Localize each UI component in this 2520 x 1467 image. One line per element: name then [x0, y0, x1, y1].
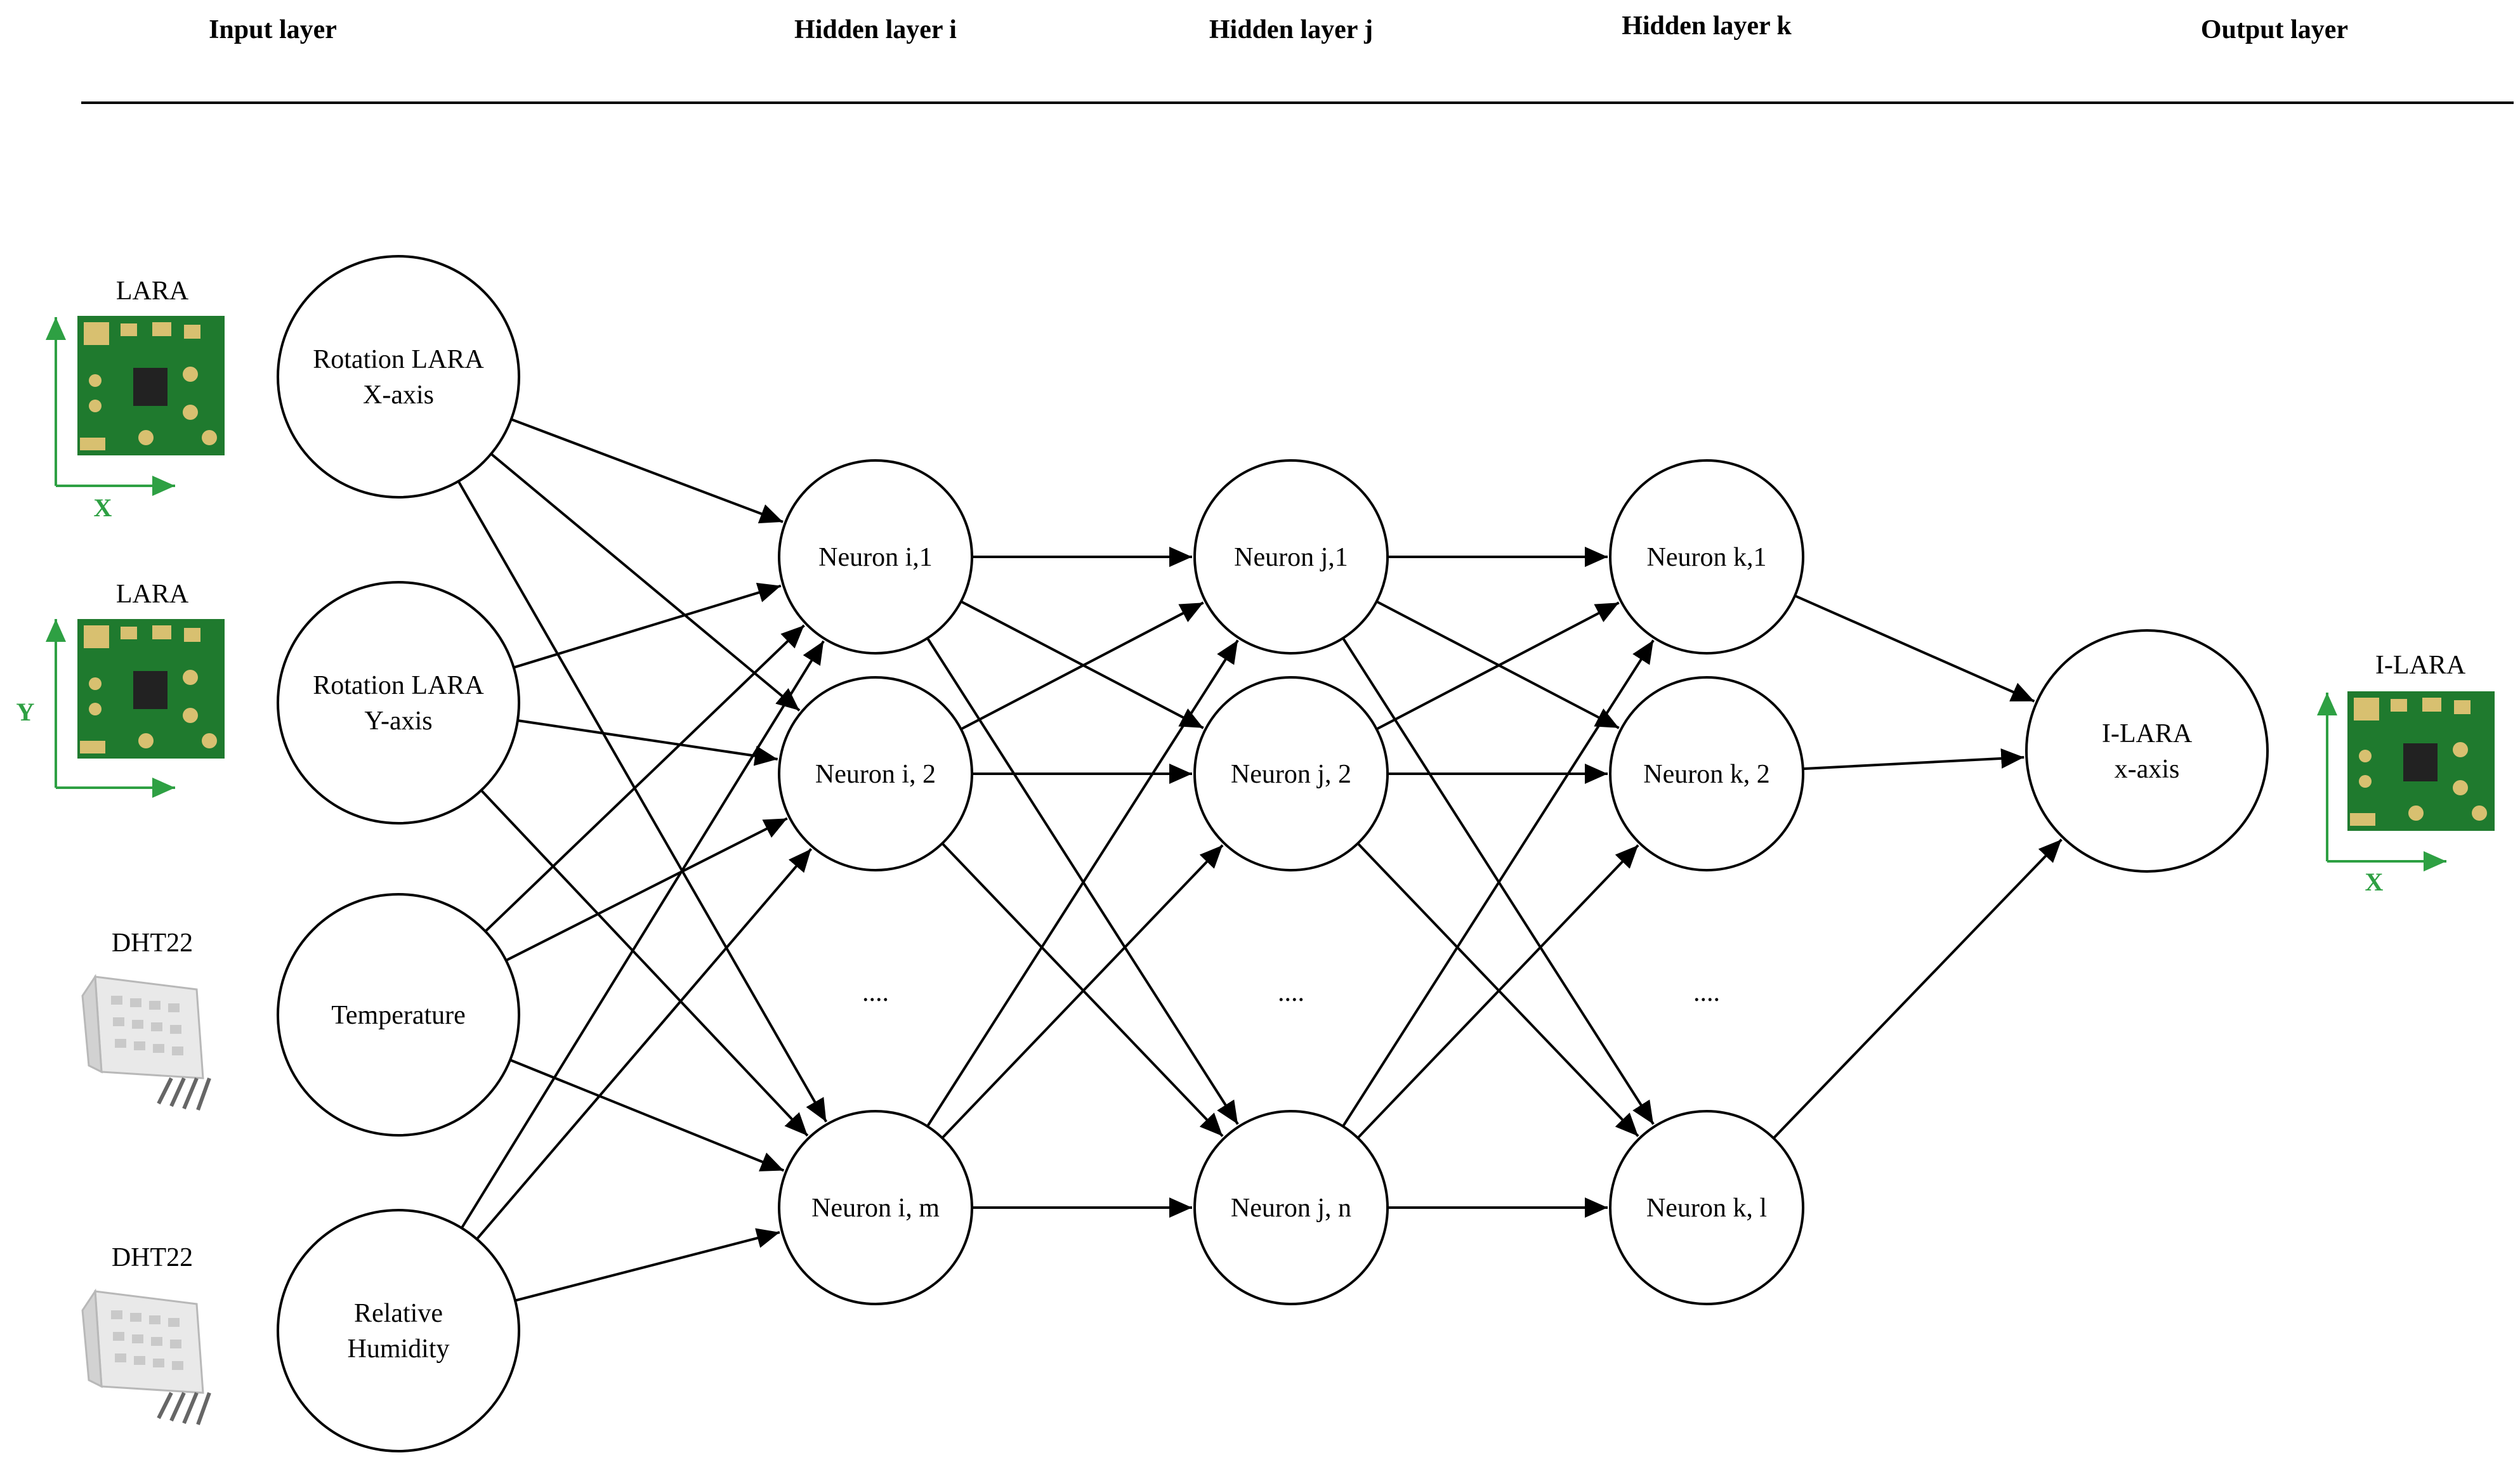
input-to-i-edge-2-0	[484, 624, 805, 932]
input-to-i-edge-0-2	[457, 480, 828, 1123]
neuron-label: Neuron k,1	[1647, 543, 1767, 572]
sensor-name: LARA	[116, 277, 189, 306]
neuron-label: Neuron j,1	[1234, 543, 1348, 572]
header-hidden-layer-j: Hidden layer j	[1209, 15, 1373, 44]
sensor-name: DHT22	[112, 929, 193, 958]
input-node-label: Rotation LARA	[313, 345, 484, 374]
neuron-j-n: Neuron j, n	[1193, 1110, 1389, 1305]
neuron-j-2: Neuron j, 2	[1193, 676, 1389, 871]
output-node-i-lara: I-LARA x-axis	[2025, 629, 2269, 873]
axis-label: Y	[16, 698, 35, 726]
dht22-sensor-icon	[81, 974, 211, 1111]
output-node-label: I-LARA	[2102, 719, 2193, 748]
connections	[457, 418, 2063, 1302]
lara-sensor-y: LARA Y	[16, 580, 225, 798]
k-to-output-edge-0-0	[1794, 594, 2035, 703]
input-node-label: Humidity	[347, 1334, 449, 1364]
pcb-board-icon	[77, 619, 225, 759]
input-node-temperature: Temperature	[277, 893, 520, 1137]
input-to-i-edge-1-0	[513, 582, 782, 669]
neuron-label: Neuron i,1	[818, 543, 933, 572]
input-node-rotation-y: Rotation LARA Y-axis	[277, 581, 520, 825]
sensor-name: DHT22	[112, 1243, 193, 1272]
neuron-label: Neuron i, 2	[815, 760, 936, 789]
input-node-rotation-x: Rotation LARA X-axis	[277, 255, 520, 499]
input-node-label: Temperature	[331, 1001, 466, 1030]
neuron-label: Neuron k, 2	[1643, 760, 1769, 789]
input-node-label: Rotation LARA	[313, 671, 484, 700]
input-to-i-edge-2-2	[509, 1059, 785, 1172]
j-to-k-edge-2-1	[1356, 844, 1639, 1139]
header-output-layer: Output layer	[2201, 15, 2348, 44]
input-to-i-edge-3-2	[515, 1228, 780, 1302]
i-to-j-edge-1-0	[960, 601, 1204, 731]
neuron-label: Neuron j, 2	[1231, 760, 1351, 789]
i-lara-sensor: I-LARA X	[2317, 651, 2495, 896]
input-to-i-edge-1-1	[517, 719, 778, 766]
input-to-i-edge-2-1	[505, 817, 788, 962]
neuron-i-2: Neuron i, 2	[778, 676, 973, 871]
sensor-name: LARA	[116, 580, 189, 609]
input-node-relative-humidity: Relative Humidity	[277, 1209, 520, 1452]
ellipsis-layer-k: ....	[1693, 978, 1720, 1007]
sensor-name: I-LARA	[2375, 651, 2466, 680]
lara-sensor-x: LARA X	[46, 277, 225, 522]
ellipsis-layer-j: ....	[1278, 978, 1304, 1007]
neuron-k-1: Neuron k,1	[1609, 459, 1804, 655]
neuron-k-l: Neuron k, l	[1609, 1110, 1804, 1305]
input-node-label: X-axis	[363, 381, 434, 410]
j-to-k-edge-1-0	[1375, 601, 1620, 731]
input-to-i-edge-0-1	[490, 453, 801, 712]
input-to-i-edge-3-0	[460, 640, 825, 1229]
i-to-j-edge-2-1	[941, 844, 1224, 1139]
input-to-i-edge-0-0	[511, 418, 784, 524]
axis-label: X	[2365, 868, 2384, 896]
neuron-label: Neuron j, n	[1231, 1194, 1351, 1223]
input-node-label: Y-axis	[364, 707, 432, 736]
k-to-output-edge-2-0	[1773, 838, 2063, 1139]
neuron-k-2: Neuron k, 2	[1609, 676, 1804, 871]
header-input-layer: Input layer	[209, 15, 337, 44]
j-to-k-edge-2-0	[1342, 639, 1655, 1127]
dht22-sensor-1: DHT22	[81, 929, 211, 1111]
neuron-i-m: Neuron i, m	[778, 1110, 973, 1305]
output-node-label: x-axis	[2115, 755, 2180, 784]
header-hidden-layer-k: Hidden layer k	[1622, 11, 1792, 41]
neuron-label: Neuron k, l	[1646, 1194, 1767, 1223]
pcb-board-icon	[2347, 691, 2495, 831]
neuron-i-1: Neuron i,1	[778, 459, 973, 655]
pcb-board-icon	[77, 316, 225, 455]
neuron-label: Neuron i, m	[811, 1194, 940, 1223]
i-to-j-edge-2-0	[926, 639, 1239, 1127]
axis-label: X	[94, 493, 112, 522]
neuron-j-1: Neuron j,1	[1193, 459, 1389, 655]
header-hidden-layer-i: Hidden layer i	[794, 15, 957, 44]
k-to-output-edge-1-0	[1802, 748, 2025, 771]
input-to-i-edge-1-2	[480, 789, 809, 1137]
ellipsis-layer-i: ....	[862, 978, 889, 1007]
dht22-sensor-icon	[81, 1288, 211, 1426]
dht22-sensor-2: DHT22	[81, 1243, 211, 1426]
input-node-label: Relative	[354, 1299, 443, 1328]
input-to-i-edge-3-1	[476, 848, 813, 1240]
